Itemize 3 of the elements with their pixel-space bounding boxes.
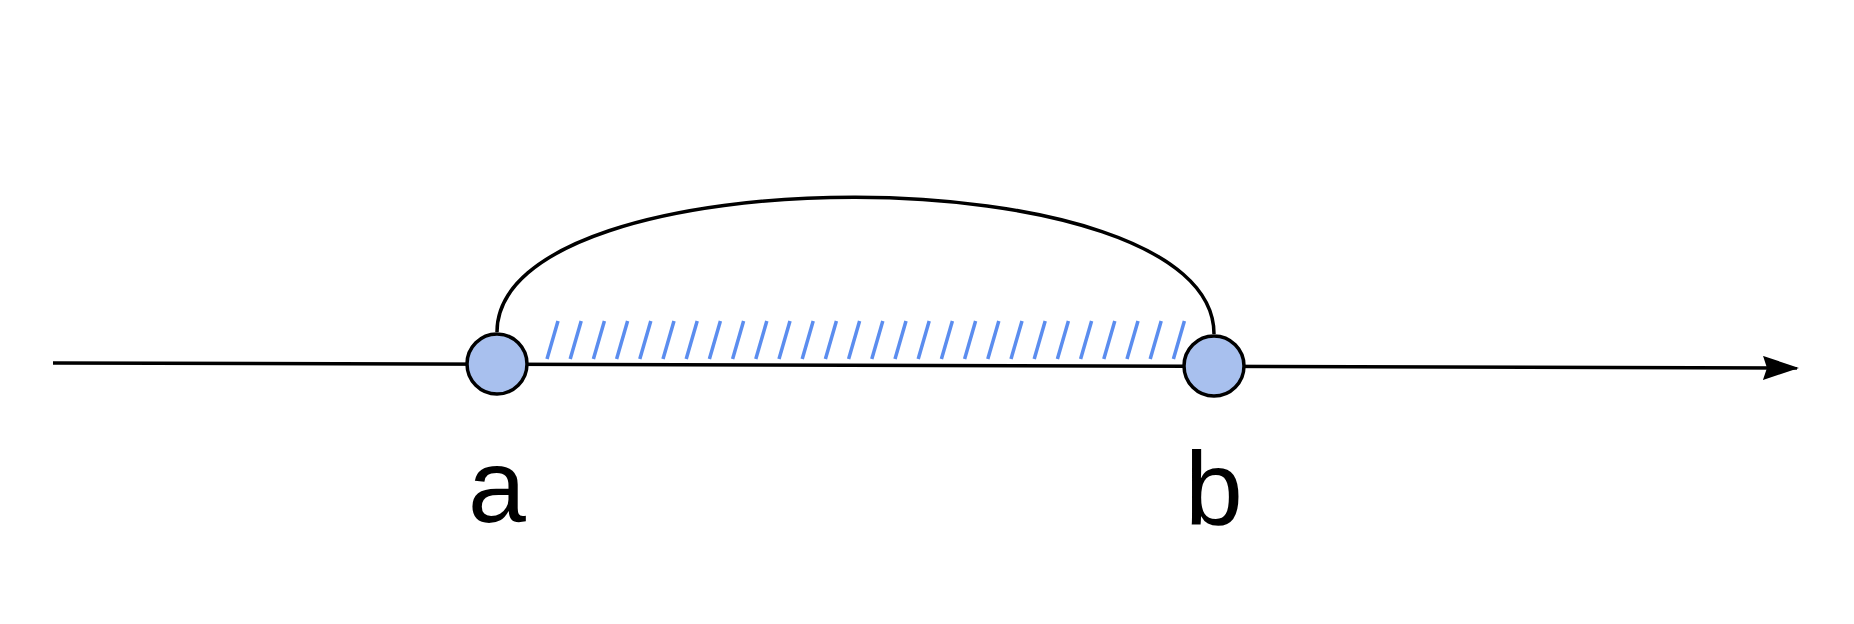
arc-connector [495, 195, 1216, 335]
point-label: a [468, 434, 526, 538]
point-label: b [1185, 436, 1243, 540]
